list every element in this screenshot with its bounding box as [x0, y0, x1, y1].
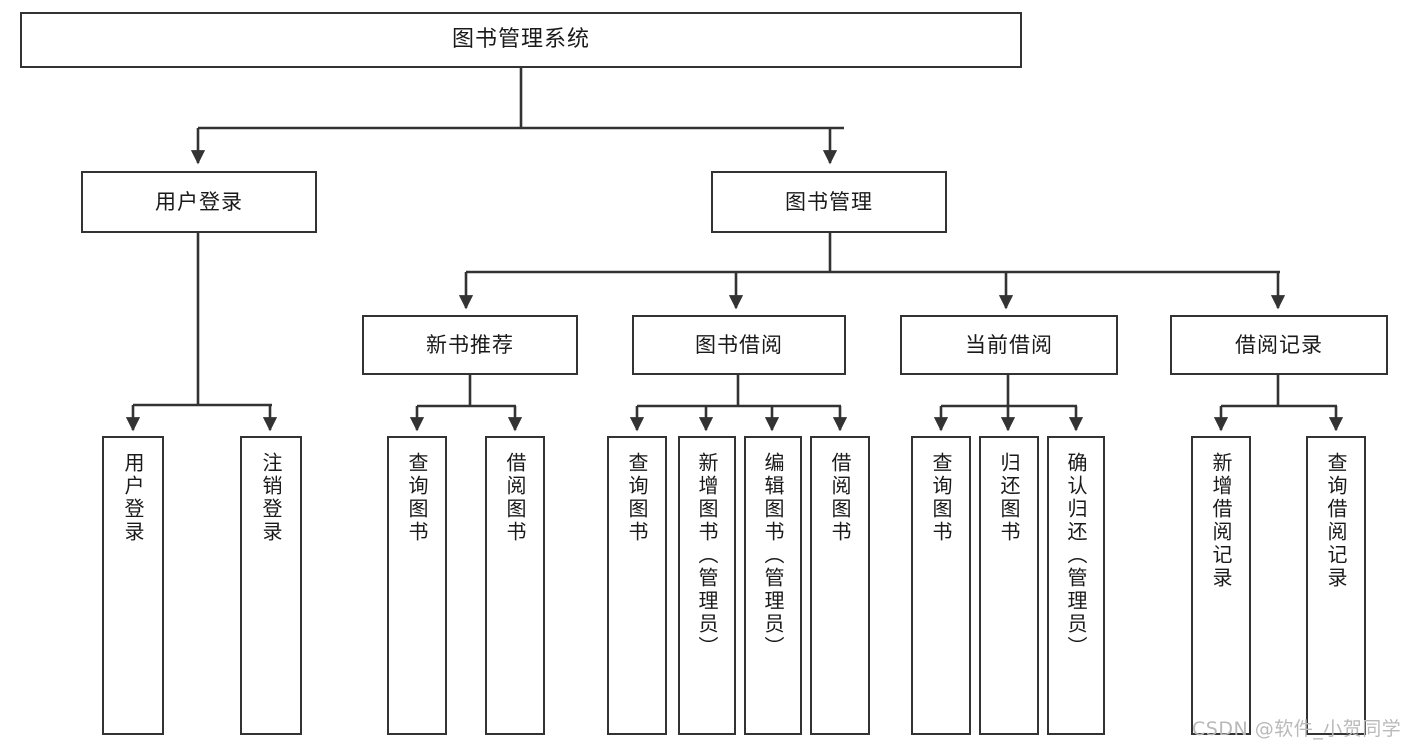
leaf-new-book-borrow-label: 借阅图书	[503, 452, 527, 544]
node-book-borrow-label: 图书借阅	[695, 332, 783, 357]
leaf-user-login-login-label: 用户登录	[121, 452, 145, 544]
leaf-book-borrow-add[interactable]: 新增图书（管理员）	[678, 436, 736, 735]
leaf-current-borrow-query[interactable]: 查询图书	[911, 436, 971, 735]
watermark: CSDN @软件_小贺同学	[1192, 718, 1402, 740]
leaf-borrow-record-add-label: 新增借阅记录	[1209, 452, 1233, 590]
leaf-user-login-logout-label: 注销登录	[259, 452, 283, 544]
node-book-management-label: 图书管理	[785, 189, 873, 214]
leaf-borrow-record-query-label: 查询借阅记录	[1324, 452, 1348, 590]
leaf-book-borrow-query[interactable]: 查询图书	[607, 436, 667, 735]
node-root-label: 图书管理系统	[451, 27, 590, 53]
leaf-book-borrow-edit[interactable]: 编辑图书（管理员）	[744, 436, 802, 735]
node-current-borrow-label: 当前借阅	[965, 332, 1053, 357]
leaf-current-borrow-return[interactable]: 归还图书	[979, 436, 1039, 735]
node-book-management[interactable]: 图书管理	[711, 171, 947, 233]
node-user-login[interactable]: 用户登录	[81, 171, 317, 233]
node-book-borrow[interactable]: 图书借阅	[632, 315, 846, 375]
node-borrow-record[interactable]: 借阅记录	[1170, 315, 1388, 375]
leaf-book-borrow-borrow-label: 借阅图书	[828, 452, 852, 544]
leaf-new-book-query[interactable]: 查询图书	[387, 436, 447, 735]
leaf-book-borrow-edit-label: 编辑图书（管理员）	[761, 452, 785, 659]
leaf-new-book-query-label: 查询图书	[405, 452, 429, 544]
leaf-user-login-logout[interactable]: 注销登录	[240, 436, 302, 735]
leaf-book-borrow-add-label: 新增图书（管理员）	[695, 452, 719, 659]
node-borrow-record-label: 借阅记录	[1235, 332, 1323, 357]
leaf-new-book-borrow[interactable]: 借阅图书	[485, 436, 545, 735]
leaf-current-borrow-confirm[interactable]: 确认归还（管理员）	[1047, 436, 1105, 735]
leaf-borrow-record-add[interactable]: 新增借阅记录	[1191, 436, 1251, 735]
node-current-borrow[interactable]: 当前借阅	[900, 315, 1118, 375]
leaf-current-borrow-return-label: 归还图书	[997, 452, 1021, 544]
node-root[interactable]: 图书管理系统	[20, 12, 1022, 68]
leaf-current-borrow-confirm-label: 确认归还（管理员）	[1064, 452, 1088, 659]
leaf-borrow-record-query[interactable]: 查询借阅记录	[1306, 436, 1366, 735]
leaf-book-borrow-borrow[interactable]: 借阅图书	[810, 436, 870, 735]
leaf-current-borrow-query-label: 查询图书	[929, 452, 953, 544]
node-new-book-recommend-label: 新书推荐	[426, 332, 514, 357]
leaf-user-login-login[interactable]: 用户登录	[102, 436, 164, 735]
leaf-book-borrow-query-label: 查询图书	[625, 452, 649, 544]
node-new-book-recommend[interactable]: 新书推荐	[362, 315, 578, 375]
node-user-login-label: 用户登录	[155, 189, 243, 214]
